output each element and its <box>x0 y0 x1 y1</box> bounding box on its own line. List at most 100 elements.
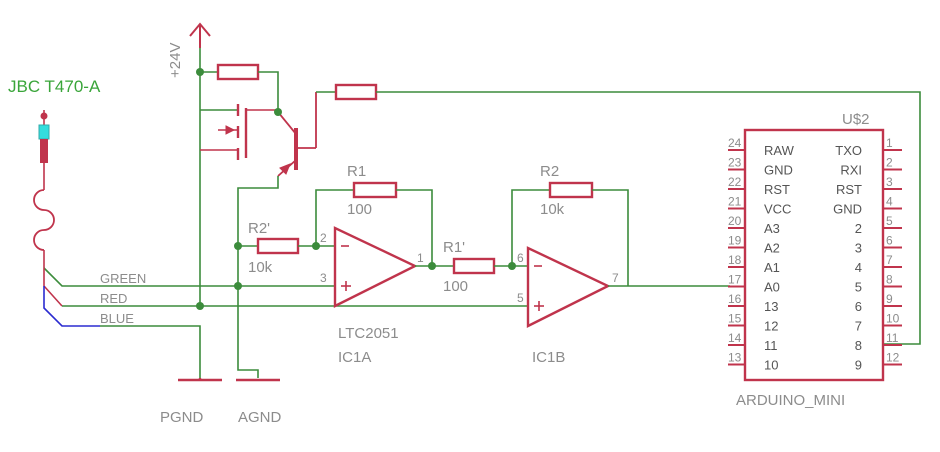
opamp-a-part: LTC2051 <box>338 325 399 342</box>
green-wire-label: GREEN <box>100 271 146 286</box>
arduino-pin-label: A0 <box>764 280 780 295</box>
r2-value: 10k <box>540 201 565 218</box>
arduino-pin-number: 22 <box>728 175 742 189</box>
opamp-b <box>526 246 611 328</box>
r2p-value: 10k <box>248 259 273 276</box>
arduino-pin-label: VCC <box>764 202 791 217</box>
arduino-ref: U$2 <box>842 111 870 128</box>
red-wire-label: RED <box>100 291 127 306</box>
arduino-pin-label: 10 <box>764 358 778 373</box>
arduino-pin-label: A3 <box>764 221 780 236</box>
junction-dot <box>234 282 242 290</box>
arduino-pin-number: 1 <box>886 136 893 150</box>
arduino-pin-label: TXO <box>835 143 862 158</box>
arduino-pin-number: 16 <box>728 292 742 306</box>
arduino-pin-label: 7 <box>855 319 862 334</box>
opamp-a-pin-out: 1 <box>417 251 424 265</box>
red-wire-start <box>43 268 63 307</box>
base-resistor <box>334 83 378 101</box>
arduino-pin-label: 11 <box>764 338 778 353</box>
arduino-pin-label: 4 <box>855 260 862 275</box>
arduino-pin-number: 19 <box>728 234 742 248</box>
r2p-resistor <box>256 237 300 255</box>
arduino-pin-label: RXI <box>840 163 862 178</box>
arduino-pin-label: RST <box>836 182 862 197</box>
arduino-pin-label: 12 <box>764 319 778 334</box>
opamp-b-pin-out: 7 <box>612 271 619 285</box>
opamp-b-pin-inv: 6 <box>517 251 524 265</box>
agnd-label: AGND <box>238 409 282 426</box>
gate-resistor <box>216 63 260 81</box>
arduino-pin-number: 10 <box>886 312 900 326</box>
probe-symbol <box>33 110 55 268</box>
r1-name: R1 <box>347 163 366 180</box>
arduino-pin-number: 6 <box>886 234 893 248</box>
arduino-pin-number: 3 <box>886 175 893 189</box>
arduino-pin-number: 17 <box>728 273 742 287</box>
arduino-pin-label: RAW <box>764 143 795 158</box>
opamp-a-pin-noninv: 3 <box>320 271 327 285</box>
r2p-name: R2' <box>248 220 270 237</box>
agnd-wire <box>237 306 259 378</box>
arduino-pin-number: 2 <box>886 156 893 170</box>
junction-dot <box>196 302 204 310</box>
r1p-value: 100 <box>443 278 468 295</box>
arduino-pin-number: 4 <box>886 195 893 209</box>
supply-arrow <box>189 22 211 48</box>
blue-wire-label: BLUE <box>100 311 134 326</box>
opamp-b-pin-noninv: 5 <box>517 291 524 305</box>
pgnd-symbol <box>178 378 222 382</box>
arduino-pin-number: 12 <box>886 351 900 365</box>
arduino-pin-label: 13 <box>764 299 778 314</box>
probe-label: JBC T470-A <box>8 77 101 96</box>
opamp-a-pin-inv: 2 <box>320 231 327 245</box>
r2-name: R2 <box>540 163 559 180</box>
opamp-b-ref: IC1B <box>532 349 565 366</box>
arduino-pin-label: 3 <box>855 241 862 256</box>
r1p-resistor <box>452 257 496 275</box>
arduino-pin-number: 9 <box>886 292 893 306</box>
blue-wire <box>100 325 201 378</box>
supply-label: +24V <box>167 43 184 78</box>
junction-dot <box>508 262 516 270</box>
junction-dot <box>196 68 204 76</box>
arduino-pin-number: 18 <box>728 253 742 267</box>
r2-resistor <box>548 181 594 199</box>
arduino-pin-label: 9 <box>855 358 862 373</box>
transistor-symbol <box>277 92 317 177</box>
arduino-pin-number: 15 <box>728 312 742 326</box>
arduino-name: ARDUINO_MINI <box>736 392 845 409</box>
arduino-pin-label: 6 <box>855 299 862 314</box>
arduino-pin-label: GND <box>764 163 793 178</box>
opamp-a-ref: IC1A <box>338 349 371 366</box>
opamp-a <box>333 226 418 308</box>
arduino-pin-label: GND <box>833 202 862 217</box>
arduino-pin-number: 14 <box>728 331 742 345</box>
arduino-pin-label: RST <box>764 182 790 197</box>
green-wire <box>43 267 335 287</box>
junction-dot <box>234 242 242 250</box>
arduino-pin-number: 23 <box>728 156 742 170</box>
arduino-pin-label: 2 <box>855 221 862 236</box>
arduino-pin-number: 20 <box>728 214 742 228</box>
arduino-pin-label: A1 <box>764 260 780 275</box>
arduino-pin-number: 5 <box>886 214 893 228</box>
arduino-body <box>743 128 885 382</box>
arduino-pin-label: 8 <box>855 338 862 353</box>
arduino-pin-number: 21 <box>728 195 742 209</box>
arduino-pin-label: A2 <box>764 241 780 256</box>
arduino-pin-number: 24 <box>728 136 742 150</box>
pgnd-label: PGND <box>160 409 204 426</box>
junction-dot <box>274 108 282 116</box>
junction-dot <box>428 262 436 270</box>
arduino-pin-number: 13 <box>728 351 742 365</box>
arduino-pin-number: 11 <box>886 331 899 345</box>
arduino-pin-number: 8 <box>886 273 893 287</box>
r1p-name: R1' <box>443 239 465 256</box>
blue-wire-start <box>43 286 100 327</box>
arduino-pin-label: 5 <box>855 280 862 295</box>
r1-value: 100 <box>347 201 372 218</box>
